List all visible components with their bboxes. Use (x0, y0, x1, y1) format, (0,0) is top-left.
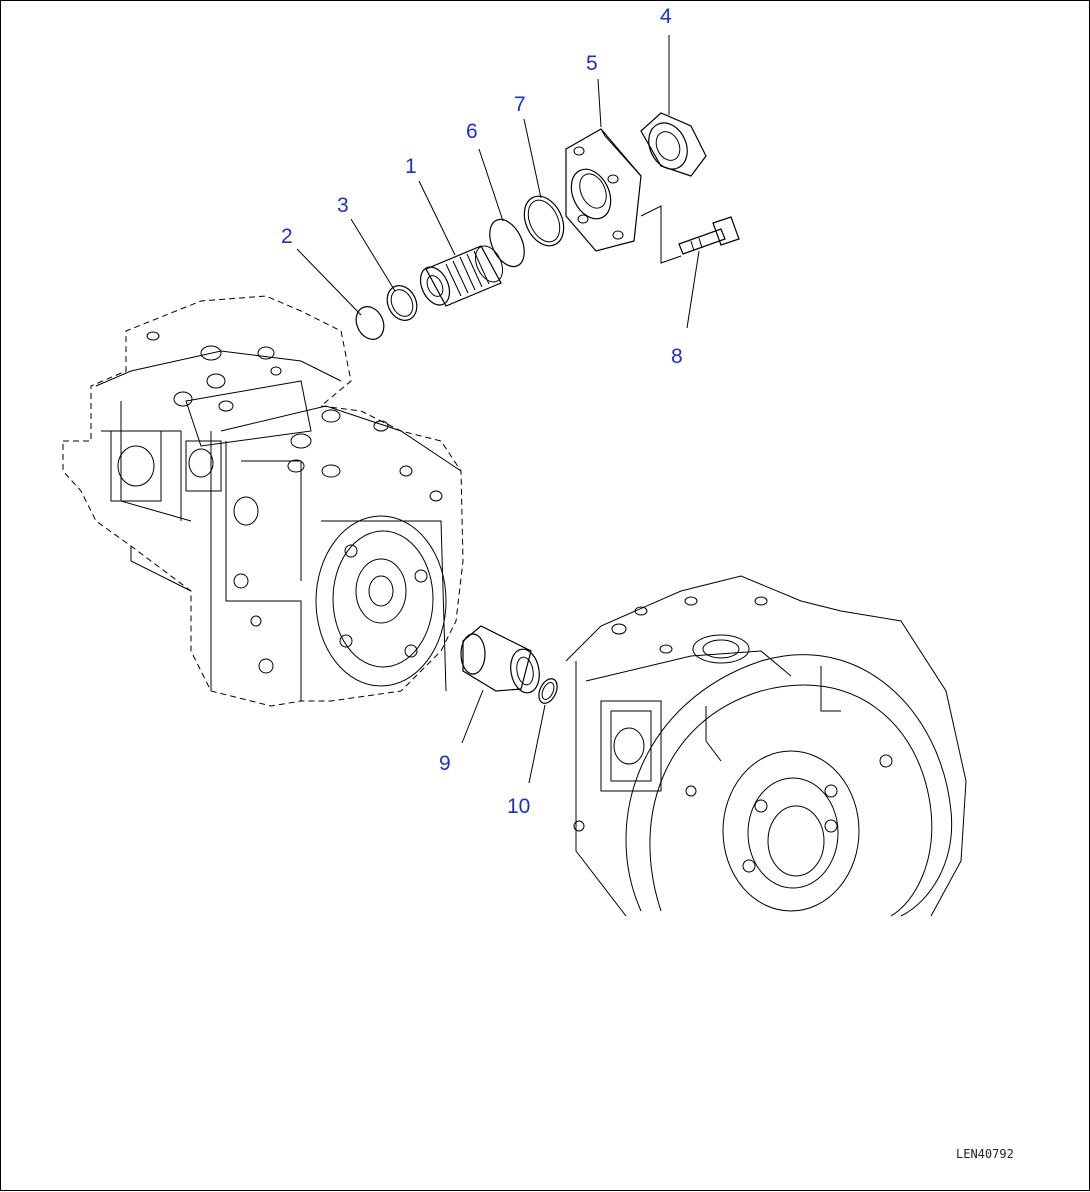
leader-1 (418, 180, 456, 256)
leader-5 (597, 78, 602, 128)
callout-8: 8 (671, 345, 683, 368)
callouts: 2 3 1 6 7 5 4 8 9 10 (281, 5, 683, 818)
callout-9: 9 (439, 752, 451, 775)
backup-ring-3 (386, 285, 418, 321)
drawing-code: LEN40792 (956, 1147, 1014, 1161)
callout-7: 7 (514, 93, 526, 116)
leader-8 (686, 250, 700, 329)
leader-6 (478, 148, 504, 222)
parts (355, 112, 740, 704)
bolt-8 (678, 216, 740, 255)
nut-4 (640, 112, 707, 177)
leader-3 (350, 218, 396, 292)
callout-6: 6 (466, 120, 478, 143)
leader-9 (461, 689, 484, 744)
snap-ring-10 (538, 678, 558, 704)
sleeve-9 (460, 625, 540, 694)
leader-lines (296, 35, 700, 784)
callout-2: 2 (281, 225, 293, 248)
o-ring-7 (523, 195, 565, 247)
callout-10: 10 (507, 795, 530, 818)
leader-7 (523, 118, 542, 199)
leader-2 (296, 248, 362, 316)
o-ring-2 (355, 306, 385, 340)
leader-10 (528, 704, 546, 784)
o-ring-6 (489, 218, 525, 268)
coupling-1 (419, 245, 504, 307)
callout-5: 5 (586, 52, 598, 75)
right-flywheel-housing (565, 575, 967, 917)
callout-4: 4 (660, 5, 672, 28)
callout-3: 3 (337, 194, 349, 217)
callout-1: 1 (405, 155, 417, 178)
flange-5 (565, 128, 642, 252)
left-pump-assembly (62, 295, 464, 707)
